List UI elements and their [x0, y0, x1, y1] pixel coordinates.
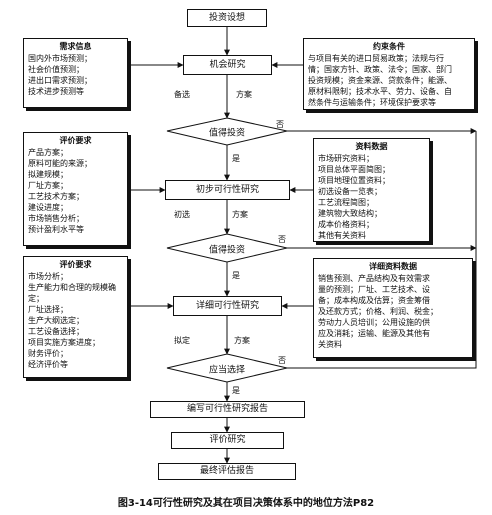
yes-label: 是: [232, 271, 240, 280]
plan-label: 方案: [234, 336, 250, 345]
decision-diamond: [166, 233, 288, 263]
detailed-data-box: 详细资料数据 销售预测、产品结构及有效需求 量的预测；厂址、工艺技术、设 备；成…: [313, 258, 473, 358]
box-title: 详细资料数据: [369, 262, 417, 271]
box-line: 初选设备一览表；: [318, 187, 382, 196]
box-line: 厂址选择；: [28, 305, 68, 314]
box-line: 生产大纲选定；: [28, 316, 84, 325]
box-line: 产品方案；: [28, 148, 68, 157]
constraints-box: 约束条件 与项目有关的进口贸易政策；法规与行 情；国家方针、政策、法令；国家、部…: [303, 38, 475, 110]
box-title: 评价要求: [59, 260, 92, 269]
start-box: 投资设想: [187, 9, 267, 27]
final-report-box: 最终评估报告: [158, 463, 296, 480]
box-line: 原料可能的来源；: [28, 159, 92, 168]
box-line: 项目实施方案进度；: [28, 338, 100, 347]
opportunity-study-box: 机会研究: [183, 55, 272, 75]
box-line: 拟建规模；: [28, 170, 68, 179]
box-line: 社会价值预测；: [28, 65, 84, 74]
box-line: 与项目有关的进口贸易政策；法规与行: [308, 54, 444, 63]
box-line: 厂址方案；: [28, 181, 68, 190]
box-line: 项目总体平面简图；: [318, 165, 390, 174]
evaluation-requirements-box: 评价要求 产品方案； 原料可能的来源； 拟建规模； 厂址方案； 工艺技术方案； …: [23, 132, 128, 246]
box-line: 建设进度；: [28, 203, 68, 212]
box-line: 技术进步预测等: [28, 87, 84, 96]
box-line: 财务评价；: [28, 349, 68, 358]
box-line: 量的预测；厂址、工艺技术、设: [318, 285, 430, 294]
box-line: 及还款方式；价格、利润、税金；: [318, 307, 438, 316]
box-line: 工艺技术方案；: [28, 192, 84, 201]
no-label: 否: [276, 120, 284, 129]
box-line: 国内外市场预测；: [28, 54, 92, 63]
box-line: 工艺流程简图；: [318, 198, 374, 207]
no-label: 否: [278, 356, 286, 365]
plan-label: 方案: [232, 210, 248, 219]
alt-label: 拟定: [174, 336, 190, 345]
alt-label: 备选: [174, 90, 190, 99]
box-line: 原材料限制；技术水平、劳力、设备、自: [308, 87, 452, 96]
box-line: 项目地理位置资料；: [318, 176, 390, 185]
box-title: 评价要求: [59, 136, 92, 145]
box-line: 备；成本构成及估算；资金筹借: [318, 296, 430, 305]
decision-diamond: [166, 353, 288, 383]
box-title: 约束条件: [373, 42, 405, 51]
alt-label: 初选: [174, 210, 190, 219]
figure-caption: 图3-14可行性研究及其在项目决策体系中的地位方法P82: [117, 498, 375, 509]
yes-label: 是: [232, 386, 240, 395]
decision-label: 应当选择: [208, 365, 246, 376]
preliminary-study-box: 初步可行性研究: [165, 180, 290, 200]
detailed-study-box: 详细可行性研究: [173, 296, 282, 316]
decision-label: 值得投资: [208, 245, 246, 256]
box-title: 资料数据: [355, 142, 388, 151]
box-line: 工艺设备选择；: [28, 327, 84, 336]
box-line: 进出口需求预测；: [28, 76, 92, 85]
box-line: 情；国家方针、政策、法令；国家、部门: [308, 65, 452, 74]
evaluate-box: 评价研究: [171, 432, 284, 449]
box-line: 应及消耗；运输、能源及其他有: [318, 329, 430, 338]
box-line: 定；: [28, 294, 44, 303]
box-line: 预计盈利水平等: [28, 225, 84, 234]
box-line: 关资料: [318, 340, 342, 349]
data-materials-box: 资料数据 市场研究资料； 项目总体平面简图； 项目地理位置资料； 初选设备一览表…: [313, 138, 430, 242]
box-line: 建筑物大致结构；: [318, 209, 382, 218]
no-label: 否: [278, 235, 286, 244]
box-line: 投资规模；资金来源、贷款条件；能源、: [308, 76, 452, 85]
box-title: 需求信息: [59, 42, 92, 51]
demand-info-box: 需求信息 国内外市场预测； 社会价值预测； 进出口需求预测； 技术进步预测等: [23, 38, 128, 108]
box-line: 经济评价等: [28, 360, 68, 369]
yes-label: 是: [232, 154, 240, 163]
box-line: 生产能力和合理的规模确: [28, 283, 116, 292]
box-line: 劳动力人员培训；公用设施的供: [318, 318, 430, 327]
box-line: 然条件与运输条件；环境保护要求等: [308, 98, 436, 107]
box-line: 市场销售分析；: [28, 214, 84, 223]
decision-diamond: [166, 117, 288, 146]
box-line: 市场研究资料；: [318, 154, 374, 163]
box-line: 销售预测、产品结构及有效需求: [318, 274, 430, 283]
box-line: 成本价格资料；: [318, 220, 374, 229]
decision-label: 值得投资: [208, 128, 246, 139]
box-line: 其他有关资料: [318, 231, 366, 240]
evaluation-requirements-box: 评价要求 市场分析； 生产能力和合理的规模确 定； 厂址选择； 生产大纲选定； …: [23, 256, 128, 378]
write-report-box: 编写可行性研究报告: [150, 401, 305, 418]
box-line: 市场分析；: [28, 272, 68, 281]
plan-label: 方案: [236, 90, 252, 99]
